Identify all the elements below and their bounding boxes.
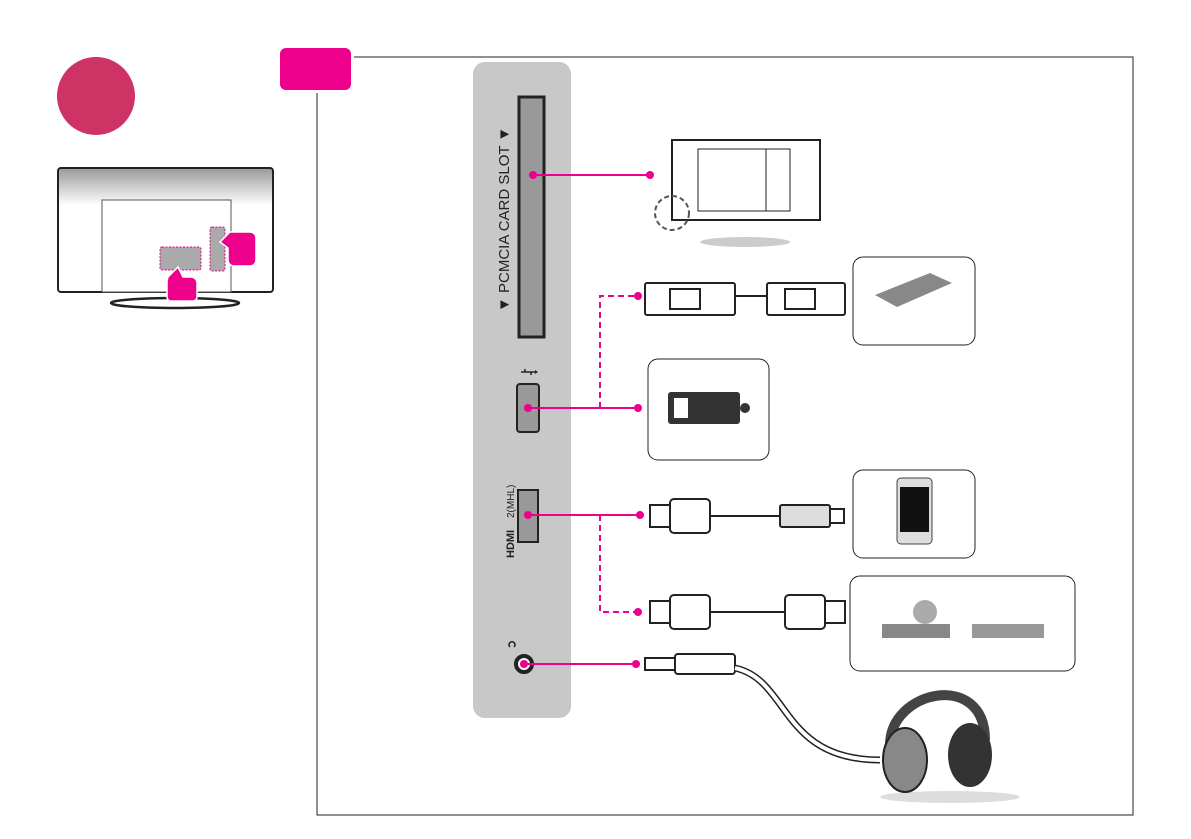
mhl-cable (650, 499, 844, 533)
pcmcia-slot[interactable] (519, 97, 544, 337)
hard-drive-icon (853, 257, 975, 345)
pcmcia-card-icon (655, 140, 820, 247)
av-devices-box (850, 576, 1075, 671)
usb-drive-icon (648, 359, 769, 460)
hdmi-logo: HDMI (505, 530, 517, 558)
step-badge (57, 57, 135, 135)
headphones-icon (645, 654, 1020, 803)
hdmi-port-label: 2(MHL) (506, 485, 517, 518)
usb-cable (645, 283, 845, 315)
section-tab (280, 48, 351, 90)
hdmi-cable (650, 595, 845, 629)
smartphone-icon (853, 470, 975, 558)
set-top-box-icon (972, 624, 1044, 638)
pcmcia-label: ▼ PCMCIA CARD SLOT ▼ (496, 127, 513, 312)
tv-back-icon (58, 168, 273, 308)
